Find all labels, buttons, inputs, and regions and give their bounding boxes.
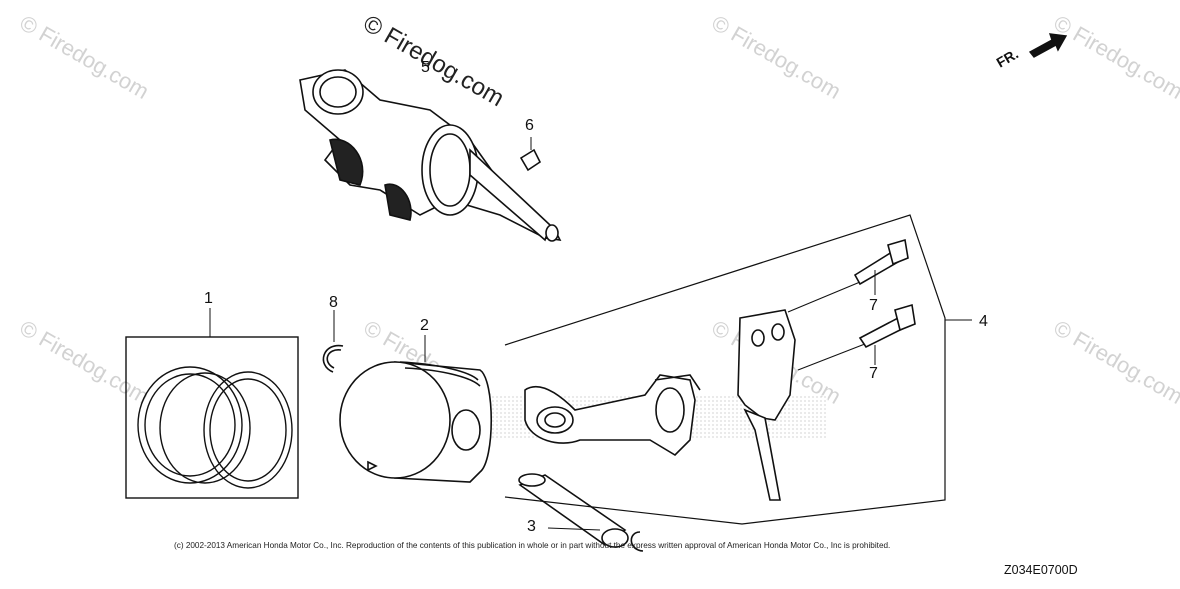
circlip-icon — [322, 310, 344, 373]
connecting-rod-assembly-outline — [504, 214, 972, 525]
callout-6: 6 — [525, 117, 534, 134]
callout-3: 3 — [527, 518, 536, 535]
connecting-rod-icon — [524, 374, 701, 457]
rod-cap-dipper-icon — [737, 281, 871, 501]
callout-1: 1 — [204, 290, 213, 307]
callout-5: 5 — [421, 59, 430, 76]
crankshaft-icon — [299, 69, 562, 242]
bolt-icon — [858, 303, 916, 365]
bolt-icon — [853, 238, 909, 295]
diagram-code: Z034E0700D — [1004, 563, 1078, 577]
callout-2: 2 — [420, 317, 429, 334]
callout-8: 8 — [329, 294, 338, 311]
piston-pin-icon — [518, 473, 644, 552]
piston-icon — [339, 335, 492, 483]
copyright-notice: (c) 2002-2013 American Honda Motor Co., … — [174, 541, 891, 550]
piston-ring-set-icon — [125, 308, 299, 499]
callout-4: 4 — [979, 313, 988, 330]
front-direction-arrow-icon — [1028, 33, 1068, 58]
callout-7: 7 — [869, 365, 878, 382]
callout-7: 7 — [869, 297, 878, 314]
woodruff-key-icon — [519, 137, 542, 172]
